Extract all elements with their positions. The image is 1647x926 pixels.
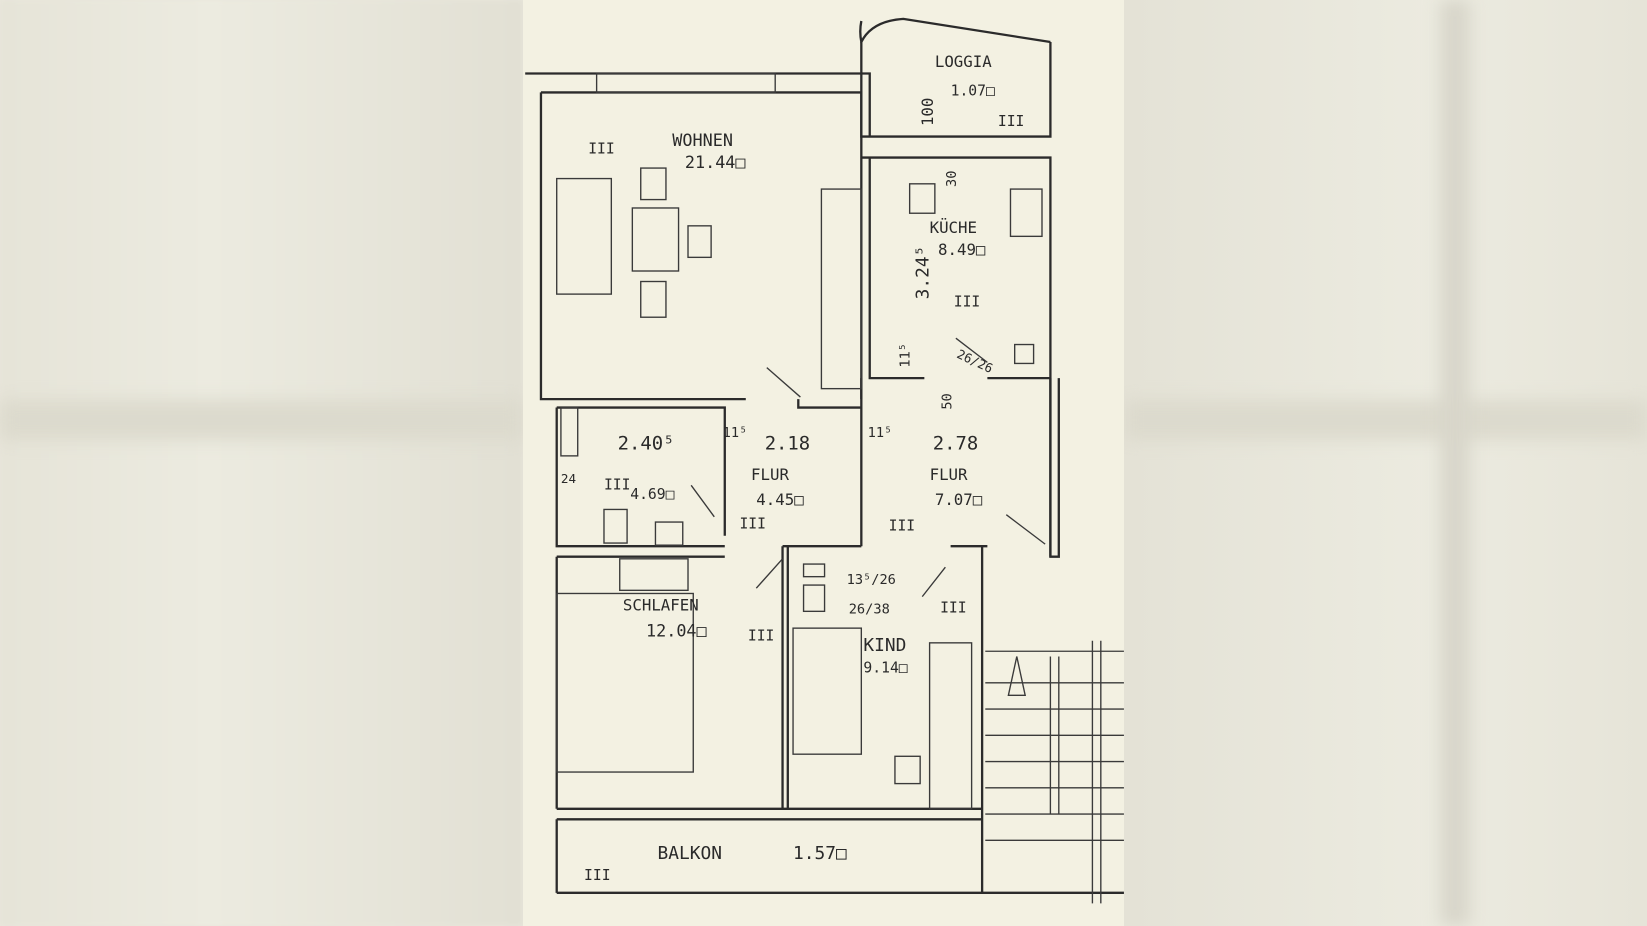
dim: 50 [940,393,956,409]
dim: 11⁵ [898,343,914,368]
blurred-background-right [1124,0,1647,926]
kueche-label: KÜCHE [930,218,977,237]
heating-mark: III [748,628,775,645]
heating-mark: III [739,515,766,532]
radiator [560,406,579,457]
schlafen-area: 12.04□ [646,621,708,641]
heating-mark: III [584,867,611,884]
dim: 26/38 [849,601,890,617]
dim: 3.24⁵ [913,246,934,300]
heating-mark: III [604,476,631,493]
flur2-label: FLUR [930,465,968,484]
blur-band [0,400,523,440]
kueche-area: 8.49□ [938,240,986,259]
abstell-area: 4.69□ [630,486,674,503]
dim: 2.18 [765,433,811,455]
dim: 13⁵/26 [847,572,896,588]
balkon-label: BALKON [658,843,722,864]
heating-mark: III [998,113,1025,130]
dim: 24 [561,471,576,486]
kind-area: 9.14□ [863,659,907,676]
blurred-background-left [0,0,523,926]
bed [556,592,694,773]
heating-marks: III III III III III III III III III [584,113,1024,884]
kind-label: KIND [863,635,906,656]
dim: 30 [944,171,960,187]
balkon-area: 1.57□ [793,843,847,864]
heating-mark: III [940,599,967,616]
wohnen-area: 21.44□ [685,152,747,172]
walls [525,17,1124,904]
heating-mark: III [889,517,916,534]
heating-mark: III [954,294,981,311]
flur1-label: FLUR [751,465,789,484]
flur2-area: 7.07□ [935,490,983,509]
dim: 100 [918,98,937,126]
dim: 11⁵ [723,425,748,441]
dim: 2.40⁵ [618,433,675,455]
loggia-area: 1.07□ [951,83,995,100]
wohnen-label: WOHNEN [672,130,733,150]
window [595,72,776,94]
plan-paper [523,0,1124,926]
flur1-area: 4.45□ [756,490,804,509]
dim: 2.78 [933,433,979,455]
blur-band [1124,400,1647,440]
dim: 11⁵ [868,425,893,441]
heating-mark: III [588,140,615,157]
room-labels: LOGGIA 1.07□ WOHNEN 21.44□ KÜCHE 8.49□ 4… [623,52,995,864]
blur-band [1440,0,1470,926]
loggia-label: LOGGIA [935,52,992,71]
schlafen-label: SCHLAFEN [623,595,699,614]
